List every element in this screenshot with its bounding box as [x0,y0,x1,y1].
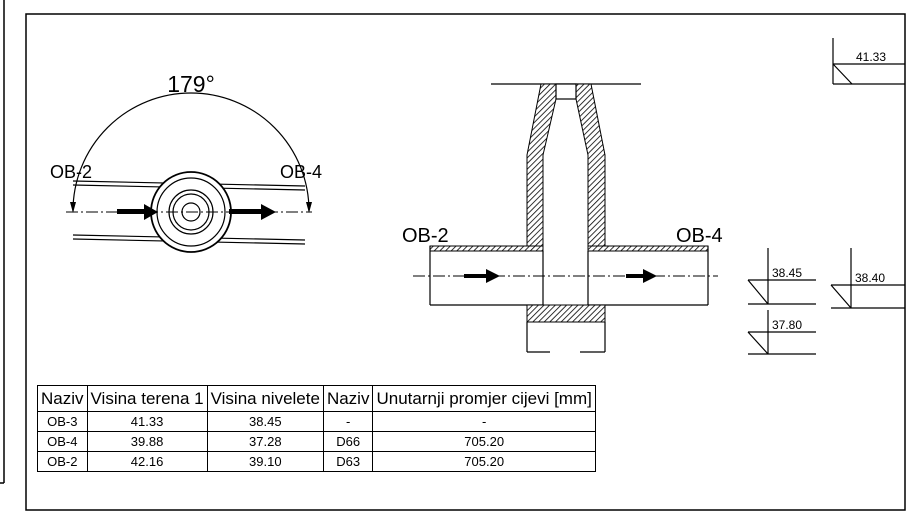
flow-arrow-in [117,204,158,220]
table-cell: D66 [322,431,374,452]
arc-arrow-left [70,202,76,213]
level-value-top: 41.33 [856,50,886,64]
table-cell: 705.20 [372,431,596,452]
table-cell: 42.16 [86,451,208,472]
shaft-wall-left [526,83,557,247]
arc-arrow-right [306,202,312,213]
table-cell: - [372,411,596,432]
table-cell: 38.45 [206,411,324,432]
flow-arrow-out [229,204,276,220]
table-cell: 37.28 [206,431,324,452]
level-value-middle-right: 38.40 [855,271,885,285]
table-cell: D63 [322,451,374,472]
level-value-middle-left: 38.45 [772,266,802,280]
table-row: OB-4 39.88 37.28 D66 705.20 [37,431,596,452]
section-label-right: OB-4 [676,225,723,247]
manhole-base [526,304,606,323]
table-cell: OB-3 [37,411,88,432]
col-header-grade: Visina nivelete [206,385,324,412]
table-cell: OB-2 [37,451,88,472]
col-header-diameter: Unutarnji promjer cijevi [mm] [372,385,596,412]
col-header-name: Naziv [37,385,88,412]
level-marker-bottom [747,310,816,355]
section-flow-arrow-out [626,269,657,283]
table-cell: 39.88 [86,431,208,452]
table-cell: - [322,411,374,432]
section-view [413,83,718,353]
table-cell: 41.33 [86,411,208,432]
table-row: OB-2 42.16 39.10 D63 705.20 [37,451,596,472]
angle-label: 179° [167,71,215,97]
level-value-bottom: 37.80 [772,318,802,332]
table-cell: 705.20 [372,451,596,472]
plan-label-right: OB-4 [280,162,322,182]
section-flow-arrow-in [464,269,500,283]
table-row: OB-3 41.33 38.45 - - [37,411,596,432]
table-cell: OB-4 [37,431,88,452]
plan-view [66,92,312,253]
col-header-terrain: Visina terena 1 [86,385,208,412]
shaft-cap [555,83,577,100]
table-header-row: Naziv Visina terena 1 Visina nivelete Na… [37,385,596,412]
level-marker-middle-right [830,248,905,309]
plan-label-left: OB-2 [50,162,92,182]
shaft-wall-right [575,83,606,247]
level-marker-top [832,38,905,85]
col-header-pipe-name: Naziv [322,385,374,412]
section-label-left: OB-2 [402,225,449,247]
angle-arc [72,92,310,212]
pipe-data-table: Naziv Visina terena 1 Visina nivelete Na… [37,385,596,472]
table-cell: 39.10 [206,451,324,472]
level-marker-middle-left [747,248,816,305]
